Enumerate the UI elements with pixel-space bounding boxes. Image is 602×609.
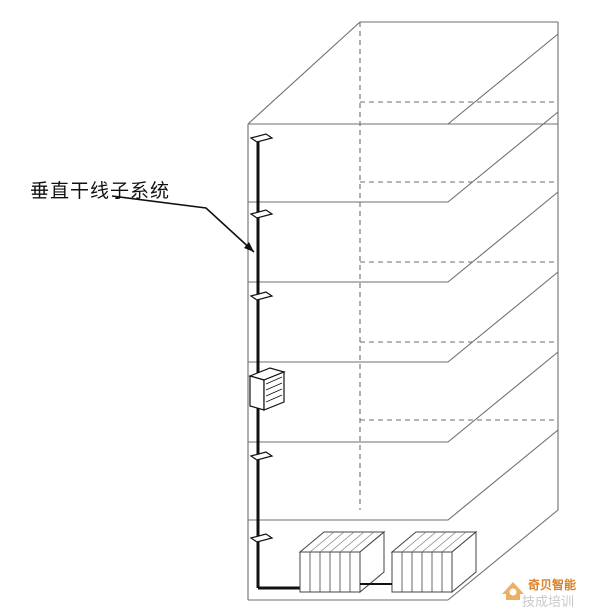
floor-distributor-4: [249, 451, 274, 461]
equipment-rack-right-top-divider-5: [441, 531, 467, 553]
equipment-rack-left: [298, 530, 386, 594]
pointer-line: [111, 195, 255, 253]
floor-distributor-5: [249, 533, 274, 543]
equipment-rack-left-top-divider-4: [339, 531, 365, 553]
roof-diagonal: [447, 33, 559, 125]
cabinet-slot-3: [265, 388, 283, 397]
equipment-rack-right: [390, 530, 478, 594]
equipment-rack-right-top-divider-1: [401, 531, 427, 553]
cabinet-front: [249, 375, 265, 411]
riser-cabinet: [248, 367, 286, 411]
equipment-rack-right-top-divider-3: [421, 531, 447, 553]
equipment-rack-right-top-divider-4: [431, 531, 457, 553]
watermark-logo-icon: [502, 582, 524, 600]
frame-bottom-right-edge: [447, 509, 559, 601]
building-frame: [247, 21, 559, 601]
floor-plane-front-2: [248, 191, 559, 283]
floor-plane-front-5: [248, 429, 559, 521]
watermark: 奇贝智能 技成培训: [496, 572, 600, 609]
floor-distributor-1: [249, 133, 274, 143]
equipment-rack-left-top-divider-3: [329, 531, 355, 553]
cabinet-slot-4: [265, 394, 283, 403]
equipment-rack-right-top-divider-2: [411, 531, 437, 553]
frame-top-left-edge: [247, 21, 361, 125]
floor-distributor-3: [249, 291, 274, 301]
equipment-rack-left-top-divider-1: [309, 531, 335, 553]
cabinet-slot-2: [265, 382, 283, 391]
cabinet-slot-1: [265, 376, 283, 385]
watermark-subtitle: 技成培训: [522, 595, 575, 609]
pointer-arrowhead: [244, 242, 254, 252]
equipment-rack-right-side: [451, 530, 477, 594]
equipment-rack-left-top-divider-2: [319, 531, 345, 553]
floor-distributor-2: [249, 209, 274, 219]
floor-planes: [248, 33, 559, 521]
equipment-rack-left-side: [359, 530, 385, 594]
floor-plane-front-1: [248, 111, 559, 203]
floor-plane-front-3: [248, 271, 559, 363]
equipment-rack-left-top-divider-5: [349, 531, 375, 553]
floor-plane-front-4: [248, 351, 559, 443]
label-pointer-arrow: [111, 195, 255, 253]
riser-cable: [248, 133, 300, 590]
watermark-brand: 奇贝智能: [528, 578, 577, 592]
equipment-room: [298, 530, 478, 594]
backbone-subsystem-label: 垂直干线子系统: [30, 180, 171, 202]
